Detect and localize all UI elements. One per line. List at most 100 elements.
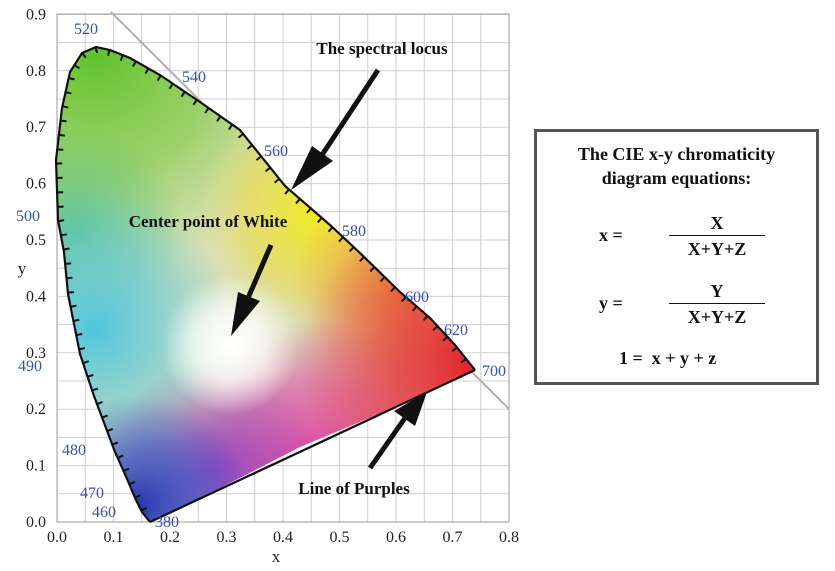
locus-tick — [87, 373, 94, 378]
x-axis-title: x — [272, 547, 281, 566]
wavelength-label: 620 — [444, 322, 468, 339]
locus-tick — [128, 481, 136, 486]
equations-title-line1: The CIE x-y chromaticity — [577, 144, 776, 164]
x-equation-numerator: X — [710, 213, 724, 233]
plot-frame — [56, 13, 510, 523]
locus-tick — [192, 99, 198, 106]
locus-tick — [81, 52, 87, 59]
x-equation-fraction: X X+Y+Z — [669, 212, 765, 260]
locus-tick — [66, 276, 73, 280]
y-axis-tick-label: 0.4 — [26, 288, 46, 305]
y-axis-tick-label: 0.7 — [26, 119, 46, 136]
locus-tick — [117, 454, 124, 459]
wavelength-tick-marks — [56, 46, 467, 512]
locus-tick — [82, 360, 90, 365]
locus-tick — [255, 155, 262, 161]
fraction-bar — [669, 303, 765, 304]
y-axis-tick-label: 0.1 — [26, 458, 46, 475]
locus-tick — [327, 226, 334, 233]
y-axis-tick-label: 0.0 — [26, 514, 46, 531]
locus-tick — [76, 332, 83, 337]
locus-tick — [60, 119, 67, 123]
x-axis-tick-label: 0.3 — [217, 529, 237, 546]
wavelength-label: 600 — [405, 289, 429, 306]
locus-tick — [134, 494, 141, 499]
wavelength-label: 490 — [18, 358, 42, 375]
equations-title-line2: diagram equations: — [601, 168, 752, 188]
white-point-label: Center point of White — [129, 212, 288, 231]
locus-tick — [140, 506, 148, 512]
locus-tick — [246, 144, 253, 150]
locus-tick — [228, 124, 234, 131]
locus-tick — [411, 305, 418, 312]
locus-tick — [379, 276, 386, 283]
locus-tick — [369, 266, 376, 273]
locus-tick — [284, 188, 290, 195]
spectral-locus-label: The spectral locus — [316, 39, 448, 58]
locus-tick — [348, 246, 355, 253]
locus-tick — [70, 304, 77, 308]
y-axis-tick-label: 0.9 — [26, 6, 46, 23]
wavelength-label: 520 — [74, 21, 98, 38]
equations-box: The CIE x-y chromaticity diagram equatio… — [534, 129, 819, 385]
locus-tick — [390, 286, 396, 293]
locus-tick — [58, 133, 65, 137]
y-axis-title: y — [18, 259, 27, 278]
locus-tick — [295, 198, 301, 205]
fraction-bar — [669, 235, 765, 236]
x-equation-lhs: x = — [599, 225, 623, 245]
y-axis-tick-label: 0.3 — [26, 345, 46, 362]
locus-tick — [180, 91, 186, 98]
locus-tick — [65, 262, 72, 265]
y-equation-numerator: Y — [710, 281, 724, 301]
locus-tick — [94, 46, 99, 54]
sum-equation: 1 = x + y + z — [619, 348, 717, 368]
locus-tick — [451, 346, 458, 352]
wavelength-label: 580 — [342, 223, 366, 240]
locus-tick — [60, 233, 67, 237]
locus-tick — [338, 236, 344, 243]
y-equation-fraction: Y X+Y+Z — [669, 280, 765, 328]
locus-tick — [359, 256, 365, 262]
locus-tick — [106, 428, 114, 432]
y-equation-lhs: y = — [599, 293, 623, 313]
locus-tick — [57, 148, 64, 151]
locus-tick — [422, 315, 429, 322]
wavelength-label: 540 — [182, 69, 206, 86]
line-of-purples-arrow — [367, 392, 427, 470]
y-axis-tick-label: 0.2 — [26, 401, 46, 418]
x-axis-tick-label: 0.2 — [160, 529, 180, 546]
x-axis-tick-label: 0.8 — [499, 529, 519, 546]
locus-tick — [73, 318, 80, 322]
wavelength-label: 460 — [92, 504, 116, 521]
locus-tick — [237, 133, 244, 139]
locus-tick — [216, 115, 222, 122]
y-axis-tick-label: 0.6 — [26, 176, 46, 193]
locus-tick — [442, 336, 449, 342]
wavelength-label: 380 — [155, 514, 179, 531]
locus-tick — [67, 291, 74, 294]
locus-tick — [91, 387, 99, 392]
locus-tick — [78, 347, 86, 351]
locus-tick — [107, 49, 111, 56]
y-axis-tick-label: 0.5 — [26, 232, 46, 249]
locus-tick — [264, 166, 271, 173]
wavelength-label: 560 — [264, 143, 288, 160]
locus-tick — [144, 67, 150, 75]
x-axis-tick-label: 0.5 — [330, 529, 350, 546]
line-of-purples-label: Line of Purples — [298, 479, 410, 498]
x-equation-denominator: X+Y+Z — [687, 239, 747, 259]
x-axis-tick-label: 0.4 — [273, 529, 293, 546]
y-axis-tick-label: 0.8 — [26, 63, 46, 80]
x-axis-tick-label: 0.1 — [104, 529, 124, 546]
wavelength-label: 700 — [482, 363, 506, 380]
locus-tick — [401, 296, 407, 303]
x-axis-tick-label: 0.6 — [386, 529, 406, 546]
white-point-arrow — [231, 244, 274, 336]
locus-tick — [65, 91, 72, 95]
locus-tick — [156, 75, 162, 82]
locus-tick — [119, 54, 124, 62]
locus-tick — [68, 77, 75, 81]
y-equation-denominator: X+Y+Z — [687, 307, 747, 327]
